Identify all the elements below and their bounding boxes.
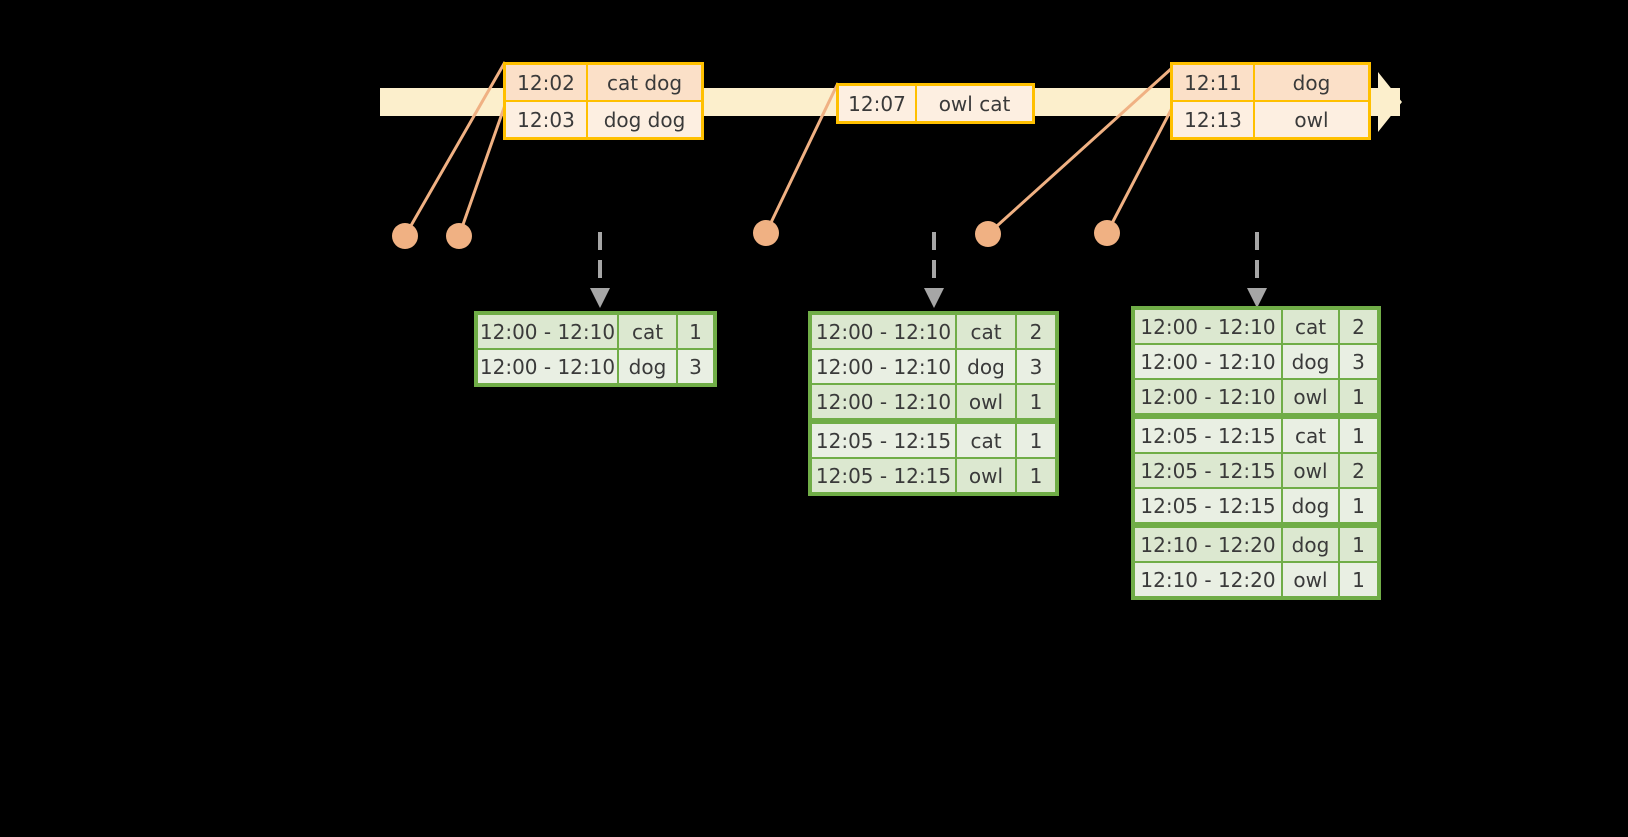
event-payload: dog dog: [603, 107, 686, 132]
cell-count: 1: [1340, 489, 1377, 522]
cell-window: 12:05 - 12:15: [1135, 419, 1281, 452]
cell-key: cat: [1283, 310, 1338, 343]
cell-key: owl: [1283, 454, 1338, 487]
event-group-1[interactable]: 12:02 cat dog 12:03 dog dog: [503, 62, 704, 140]
event-time: 12:11: [1173, 65, 1255, 100]
cell-key: owl: [1283, 563, 1338, 596]
cell-count: 1: [1340, 380, 1377, 413]
cell-key: cat: [619, 315, 676, 348]
event-group-3[interactable]: 12:11 dog 12:13 owl: [1170, 62, 1371, 140]
cell-window: 12:00 - 12:10: [812, 315, 955, 348]
timeline-arrow-head: [1340, 62, 1402, 142]
event-row: 12:13 owl: [1173, 100, 1368, 137]
cell-key: cat: [1283, 419, 1338, 452]
cell-key: cat: [957, 424, 1015, 457]
cell-window: 12:00 - 12:10: [1135, 345, 1281, 378]
cell-window: 12:00 - 12:10: [1135, 310, 1281, 343]
cell-window: 12:10 - 12:20: [1135, 528, 1281, 561]
event-payload: owl cat: [938, 91, 1011, 116]
event-row: 12:02 cat dog: [506, 65, 701, 100]
cell-key: owl: [1283, 380, 1338, 413]
cell-count: 2: [1340, 310, 1377, 343]
cell-window: 12:00 - 12:10: [1135, 380, 1281, 413]
connector-dot-icon: [392, 223, 418, 249]
cell-count: 1: [678, 315, 713, 348]
cell-count: 2: [1340, 454, 1377, 487]
cell-window: 12:00 - 12:10: [478, 350, 617, 383]
event-payload: owl: [1294, 107, 1329, 132]
event-group-2[interactable]: 12:07 owl cat: [836, 83, 1035, 124]
cell-window: 12:00 - 12:10: [812, 350, 955, 383]
event-payload: dog: [1255, 65, 1368, 100]
dashed-down-arrow-icon: [920, 232, 948, 316]
cell-count: 1: [1340, 419, 1377, 452]
connector-dot-icon: [975, 221, 1001, 247]
cell-key: owl: [957, 459, 1015, 492]
cell-window: 12:05 - 12:15: [812, 459, 955, 492]
event-row: 12:07 owl cat: [839, 86, 1032, 121]
cell-count: 1: [1340, 528, 1377, 561]
cell-window: 12:05 - 12:15: [1135, 489, 1281, 522]
event-time: 12:02: [506, 65, 588, 100]
cell-window: 12:00 - 12:10: [812, 385, 955, 418]
event-payload: cat dog: [588, 65, 701, 100]
event-time: 12:13: [1173, 102, 1255, 137]
connector-dot-icon: [1094, 220, 1120, 246]
cell-window: 12:05 - 12:15: [812, 424, 955, 457]
cell-key: cat: [957, 315, 1015, 348]
cell-key: dog: [957, 350, 1015, 383]
cell-count: 3: [1017, 350, 1055, 383]
cell-count: 3: [678, 350, 713, 383]
cell-window: 12:00 - 12:10: [478, 315, 617, 348]
event-row: 12:03 dog dog: [506, 100, 701, 137]
cell-count: 1: [1017, 459, 1055, 492]
cell-count: 2: [1017, 315, 1055, 348]
connector-dot-icon: [446, 223, 472, 249]
event-time: 12:03: [506, 102, 588, 137]
cell-count: 3: [1340, 345, 1377, 378]
cell-key: dog: [619, 350, 676, 383]
cell-window: 12:05 - 12:15: [1135, 454, 1281, 487]
cell-key: dog: [1283, 345, 1338, 378]
cell-count: 1: [1017, 424, 1055, 457]
cell-key: dog: [1283, 528, 1338, 561]
event-time: 12:07: [839, 86, 917, 121]
dashed-down-arrow-icon: [586, 232, 614, 316]
dashed-down-arrow-icon: [1243, 232, 1271, 316]
cell-key: dog: [1283, 489, 1338, 522]
cell-key: owl: [957, 385, 1015, 418]
event-row: 12:11 dog: [1173, 65, 1368, 100]
cell-window: 12:10 - 12:20: [1135, 563, 1281, 596]
cell-count: 1: [1340, 563, 1377, 596]
cell-count: 1: [1017, 385, 1055, 418]
connector-dot-icon: [753, 220, 779, 246]
